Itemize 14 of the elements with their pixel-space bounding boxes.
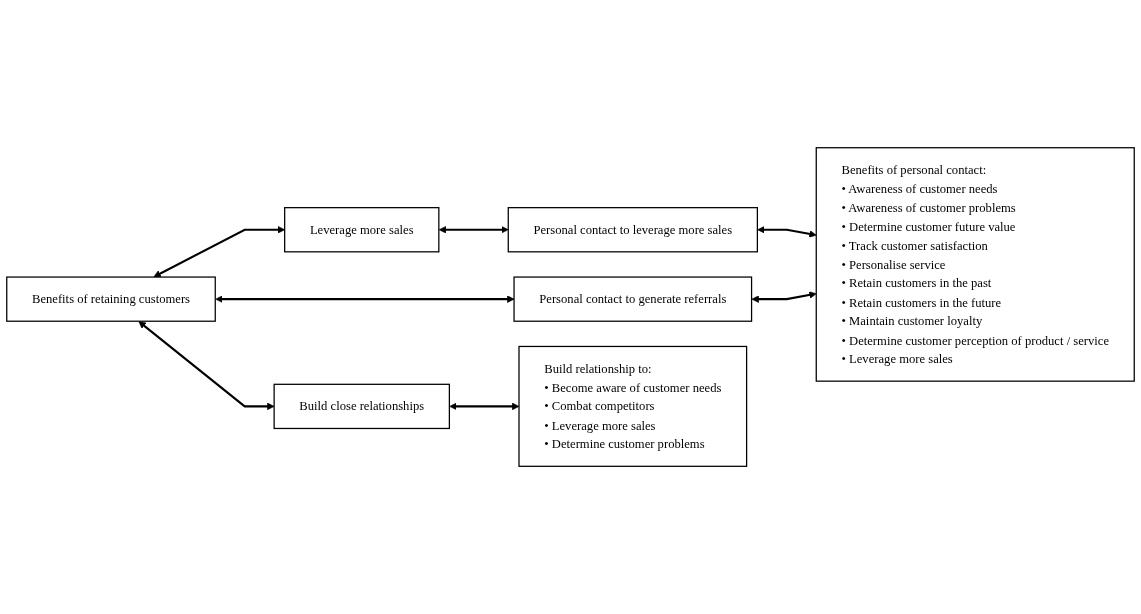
node-box: Build close relationships (273, 383, 450, 430)
arrow (757, 226, 817, 238)
node-box: Benefits of personal contact: • Awareness of customer needs • Awareness of customer problems • Determine customer future value • Track customer satisfaction • Personalise service • Retain customers in the past • Retain customers in the future • Maintain customer loyalty • Determine customer perception of product / service • Leverage more sales (815, 147, 1135, 382)
node-box: Benefits of retaining customers (6, 276, 216, 322)
node-box: Personal contact to generate referrals (513, 276, 753, 322)
node-box: Build relationship to: • Become aware of customer needs • Combat competitors • Leverage more sales • Determine customer problems (518, 345, 748, 467)
arrow (751, 291, 817, 303)
node-box: Leverage more sales (284, 207, 440, 253)
arrow (438, 226, 509, 234)
arrow (449, 402, 520, 411)
node-box: Personal contact to leverage more sales (507, 207, 758, 253)
arrow (138, 321, 275, 411)
arrow (153, 226, 285, 278)
arrow (215, 295, 515, 303)
